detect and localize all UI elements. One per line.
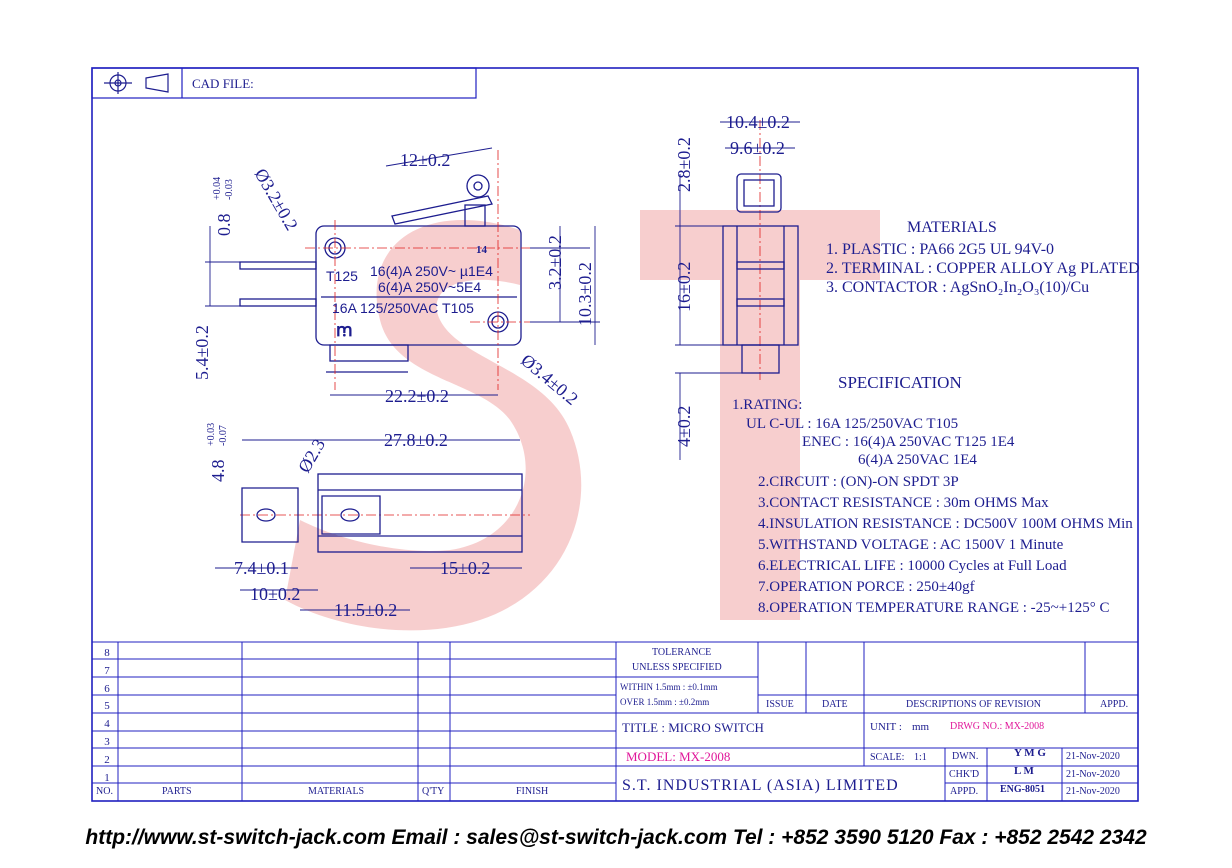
unit-label: UNIT :: [870, 721, 902, 733]
title-block-grid: [92, 641, 1138, 801]
materials-item: 2. TERMINAL : COPPER ALLOY Ag PLATED: [826, 260, 1140, 277]
col-descriptions: DESCRIPTIONS OF REVISION: [906, 699, 1042, 710]
spec-item: 3.CONTACT RESISTANCE : 30m OHMS Max: [758, 495, 1049, 511]
materials-item: 1. PLASTIC : PA66 2G5 UL 94V-0: [826, 241, 1055, 258]
appd-label: APPD.: [950, 786, 979, 797]
row-number: 6: [104, 682, 110, 695]
header-qty: Q'TY: [422, 786, 445, 797]
col-appd: APPD.: [1100, 699, 1129, 710]
drawing-title: TITLE : MICRO SWITCH: [622, 720, 764, 735]
mark-rating1: 16(4)A 250V~ µ1E4: [370, 263, 493, 279]
mark-rating3: 16A 125/250VAC T105: [332, 300, 474, 316]
drawing-number: DRWG NO.: MX-2008: [950, 721, 1045, 732]
dim-2-8: 2.8±0.2: [674, 137, 694, 192]
cad-file-label: CAD FILE:: [192, 76, 254, 91]
dim-4-8-tol-plus: +0.03: [206, 422, 217, 446]
dim-27-8: 27.8±0.2: [384, 430, 448, 450]
row-number-list: 8 7 6 5 4 3 2 1: [98, 645, 116, 787]
dim-lever-offset: 12±0.2: [400, 150, 451, 170]
dim-10-4: 10.4±0.2: [726, 112, 790, 132]
sheet-frame: [91, 67, 1139, 802]
row-number: 3: [104, 735, 110, 748]
dim-15: 15±0.2: [440, 558, 491, 578]
spec-list: 2.CIRCUIT : (ON)-ON SPDT 3P 3.CONTACT RE…: [758, 472, 1133, 619]
tolerance-within: WITHIN 1.5mm : ±0.1mm: [620, 682, 718, 692]
row-number: 5: [104, 700, 110, 713]
dwn-date: 21-Nov-2020: [1066, 751, 1120, 762]
spec-item: 2.CIRCUIT : (ON)-ON SPDT 3P: [758, 474, 959, 490]
ce-mark-icon: 14: [476, 244, 487, 256]
spec-title: SPECIFICATION: [838, 373, 962, 392]
header-materials: MATERIALS: [308, 786, 365, 797]
scale-value: 1:1: [914, 752, 927, 763]
dim-terminal-thk: 0.8: [214, 213, 234, 237]
chkd-label: CHK'D: [949, 769, 980, 780]
spec-rating-line: 6(4)A 250VAC 1E4: [858, 452, 977, 468]
switch-side-view: [722, 173, 799, 374]
dim-terminal-tol-minus: -0.03: [224, 179, 235, 200]
col-date: DATE: [822, 699, 848, 710]
dim-4: 4±0.2: [674, 405, 694, 447]
header-finish: FINISH: [516, 786, 549, 797]
appd-date: 21-Nov-2020: [1066, 786, 1120, 797]
spec-item: 8.OPERATION TEMPERATURE RANGE : -25~+125…: [758, 600, 1110, 616]
spec-item: 7.OPERATION PORCE : 250±40gf: [758, 579, 975, 595]
materials-title: MATERIALS: [907, 219, 997, 236]
dim-3-2: 3.2±0.2: [545, 235, 565, 290]
dim-7-4: 7.4±0.1: [234, 558, 289, 578]
ul-mark-icon: ꭑ: [336, 320, 353, 340]
row-number: 8: [104, 647, 110, 659]
contact-footer: http://www.st-switch-jack.com Email : sa…: [85, 826, 1147, 849]
model-number: MODEL: MX-2008: [626, 749, 731, 764]
tolerance-line2: UNLESS SPECIFIED: [632, 662, 722, 673]
dwn-name: Y M G: [1014, 747, 1046, 759]
chkd-date: 21-Nov-2020: [1066, 769, 1120, 780]
spec-rating-line: UL C-UL : 16A 125/250VAC T105: [746, 416, 959, 432]
mark-rating2: 6(4)A 250V~5E4: [378, 279, 482, 295]
chkd-name: L M: [1014, 765, 1034, 777]
dim-terminal-tol-plus: +0.04: [212, 176, 223, 200]
cad-file-box: [91, 67, 477, 99]
company-name: S.T. INDUSTRIAL (ASIA) LIMITED: [622, 777, 899, 794]
header-no: NO.: [96, 786, 113, 797]
row-number: 2: [104, 753, 110, 766]
mark-t125: T125: [326, 268, 358, 284]
dim-22-2: 22.2±0.2: [385, 386, 449, 406]
projection-symbol-icon: [104, 72, 169, 94]
dim-4-8-tol-minus: -0.07: [218, 425, 229, 446]
spec-item: 4.INSULATION RESISTANCE : DC500V 100M OH…: [758, 516, 1133, 532]
row-number: 1: [104, 771, 110, 784]
dwn-label: DWN.: [952, 751, 979, 762]
st-watermark: [285, 210, 880, 631]
scale-label: SCALE:: [870, 752, 905, 763]
dim-4-8: 4.8: [208, 459, 228, 483]
dim-10-3: 10.3±0.2: [575, 262, 595, 326]
center-lines: [240, 120, 761, 516]
spec-rating-line: ENEC : 16(4)A 250VAC T125 1E4: [802, 434, 1015, 450]
dim-11-5: 11.5±0.2: [334, 600, 398, 620]
spec-rating-head: 1.RATING:: [732, 397, 803, 413]
dim-9-6: 9.6±0.2: [730, 138, 785, 158]
unit-value: mm: [912, 721, 930, 733]
col-issue: ISSUE: [766, 699, 794, 710]
tolerance-line1: TOLERANCE: [652, 647, 712, 658]
tolerance-over: OVER 1.5mm : ±0.2mm: [620, 697, 710, 707]
materials-item: 3. CONTACTOR : AgSnO₂In₂O₃(10)/Cu: [826, 279, 1090, 296]
dim-5-4: 5.4±0.2: [192, 325, 212, 380]
row-number: 4: [104, 718, 110, 731]
dim-16: 16±0.2: [674, 261, 694, 312]
dim-10: 10±0.2: [250, 584, 301, 604]
materials-list: 1. PLASTIC : PA66 2G5 UL 94V-0 2. TERMIN…: [826, 240, 1140, 297]
dimension-lines: [205, 121, 800, 611]
header-parts: PARTS: [162, 786, 192, 797]
switch-bottom-view: [241, 473, 523, 553]
spec-item: 6.ELECTRICAL LIFE : 10000 Cycles at Full…: [758, 558, 1067, 574]
spec-item: 5.WITHSTAND VOLTAGE : AC 1500V 1 Minute: [758, 537, 1064, 553]
row-number: 7: [104, 664, 110, 677]
appd-name: ENG-8051: [1000, 784, 1045, 795]
